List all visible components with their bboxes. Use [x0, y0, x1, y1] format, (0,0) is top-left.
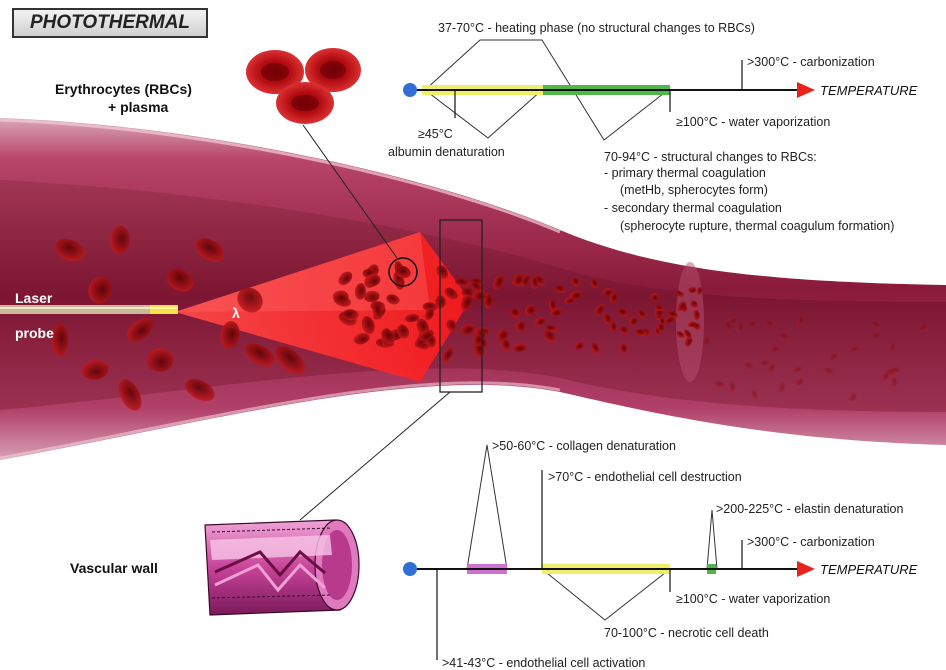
rbc-cluster-illustration [246, 48, 361, 124]
rbc-structural-line-3: (metHb, spherocytes form) [620, 183, 768, 197]
rbc-structural-line-2: - primary thermal coagulation [604, 166, 766, 180]
wall-pointer-line [300, 392, 450, 520]
wall-necrotic-label: 70-100°C - necrotic cell death [604, 626, 769, 640]
wall-axis-start-dot [403, 562, 417, 576]
wall-axis-arrow [797, 561, 815, 577]
rbc-water-vaporization-label: ≥100°C - water vaporization [676, 115, 830, 129]
laser-probe-label-line2: probe [15, 325, 54, 341]
vascular-wall-label: Vascular wall [70, 560, 158, 576]
wall-temperature-scale: >50-60°C - collagen denaturation >70°C -… [403, 439, 918, 670]
rbc-axis-start-dot [403, 83, 417, 97]
vascular-wall-illustration [205, 520, 359, 615]
blood-cell [52, 324, 69, 357]
rbc-label-line2: + plasma [108, 99, 169, 115]
rbc-structural-line-5: (spherocyte rupture, thermal coagulum fo… [620, 219, 894, 233]
wall-temperature-axis-label: TEMPERATURE [820, 562, 918, 577]
rbc-heating-phase-label: 37-70°C - heating phase (no structural c… [438, 21, 755, 35]
rbc-structural-line-1: 70-94°C - structural changes to RBCs: [604, 150, 817, 164]
wall-endothelial-destruction-label: >70°C - endothelial cell destruction [548, 470, 742, 484]
wall-activation-label: >41-43°C - endothelial cell activation [442, 656, 645, 670]
wall-carbonization-label: >300°C - carbonization [747, 535, 875, 549]
rbc-albumin-temp: ≥45°C [418, 127, 453, 141]
rbc-albumin-label: albumin denaturation [388, 145, 505, 159]
laser-probe-label-line1: Laser [15, 290, 53, 306]
rbc-temperature-axis-label: TEMPERATURE [820, 83, 918, 98]
rbc-carbonization-label: >300°C - carbonization [747, 55, 875, 69]
rbc-label-line1: Erythrocytes (RBCs) [55, 81, 192, 97]
rbc-structural-line-4: - secondary thermal coagulation [604, 201, 782, 215]
rbc-axis-arrow [797, 82, 815, 98]
wavelength-symbol: λ [232, 305, 240, 321]
page-title: PHOTOTHERMAL [12, 8, 208, 38]
wall-elastin-label: >200-225°C - elastin denaturation [716, 502, 903, 516]
wall-water-vaporization-label: ≥100°C - water vaporization [676, 592, 830, 606]
wall-collagen-label: >50-60°C - collagen denaturation [492, 439, 676, 453]
